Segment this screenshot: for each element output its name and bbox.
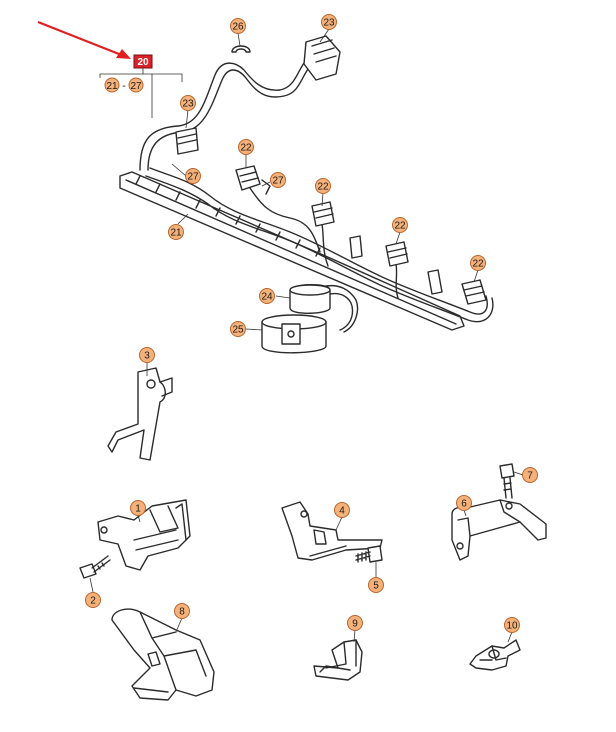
- svg-text:2: 2: [90, 596, 96, 607]
- svg-text:5: 5: [373, 581, 379, 592]
- svg-text:9: 9: [352, 619, 358, 630]
- callout-23-top[interactable]: 23: [321, 14, 337, 30]
- svg-text:24: 24: [261, 292, 273, 303]
- part-bracket-1: [97, 499, 191, 571]
- part-bolt-5: [355, 545, 383, 563]
- svg-text:22: 22: [240, 143, 252, 154]
- callout-9[interactable]: 9: [347, 615, 363, 631]
- sub-label-right: 27: [130, 81, 142, 92]
- callout-22-far-right[interactable]: 22: [470, 255, 486, 271]
- svg-text:23: 23: [182, 99, 194, 110]
- callout-3[interactable]: 3: [139, 347, 155, 363]
- part-bolt-7: [499, 463, 515, 499]
- svg-text:6: 6: [461, 499, 467, 510]
- part-bolt-2: [79, 555, 111, 579]
- svg-text:7: 7: [527, 471, 533, 482]
- highlight-label-text: 20: [137, 57, 149, 68]
- sub-label-separator: -: [122, 80, 126, 92]
- callout-26[interactable]: 26: [230, 18, 246, 34]
- svg-text:10: 10: [506, 621, 518, 632]
- callout-22-left[interactable]: 22: [238, 139, 254, 155]
- part-bracket-3: [107, 367, 173, 461]
- svg-text:22: 22: [472, 259, 484, 270]
- callout-7[interactable]: 7: [522, 467, 538, 483]
- callout-22-mid[interactable]: 22: [315, 178, 331, 194]
- sub-label-left: 21: [106, 81, 118, 92]
- svg-text:25: 25: [232, 325, 244, 336]
- svg-text:8: 8: [179, 607, 185, 618]
- callout-4[interactable]: 4: [334, 502, 350, 518]
- part-bracket-6: [451, 499, 547, 561]
- svg-text:27: 27: [272, 176, 284, 187]
- svg-text:27: 27: [187, 172, 199, 183]
- svg-text:21: 21: [170, 228, 182, 239]
- wiring-harness: [119, 35, 494, 354]
- callout-5[interactable]: 5: [368, 577, 384, 593]
- callout-23-lower[interactable]: 23: [180, 95, 196, 111]
- part-clip-10: [469, 639, 521, 671]
- pointer-arrow: [37, 20, 131, 59]
- callout-27-left[interactable]: 27: [185, 168, 201, 184]
- callout-10[interactable]: 10: [504, 617, 520, 633]
- callout-8[interactable]: 8: [174, 603, 190, 619]
- callout-25[interactable]: 25: [230, 321, 246, 337]
- part-cover-8: [111, 608, 215, 701]
- svg-text:22: 22: [317, 182, 329, 193]
- highlight-label-20[interactable]: 20: [133, 54, 153, 69]
- svg-text:23: 23: [323, 18, 335, 29]
- callout-6[interactable]: 6: [456, 495, 472, 511]
- svg-text:4: 4: [339, 506, 345, 517]
- callout-27-mid[interactable]: 27: [270, 172, 286, 188]
- group-bracket: [99, 68, 183, 118]
- callout-21[interactable]: 21: [168, 224, 184, 240]
- callout-2[interactable]: 2: [85, 592, 101, 608]
- sub-label-range: 21 - 27: [104, 77, 144, 93]
- svg-text:26: 26: [232, 22, 244, 33]
- part-bracket-4: [281, 501, 383, 561]
- leader-lines: [89, 28, 524, 643]
- svg-text:22: 22: [394, 221, 406, 232]
- svg-text:1: 1: [135, 504, 141, 515]
- callout-24[interactable]: 24: [259, 288, 275, 304]
- part-clip-9: [313, 639, 363, 681]
- callout-1[interactable]: 1: [130, 500, 146, 516]
- svg-text:3: 3: [144, 351, 150, 362]
- callout-22-right[interactable]: 22: [392, 217, 408, 233]
